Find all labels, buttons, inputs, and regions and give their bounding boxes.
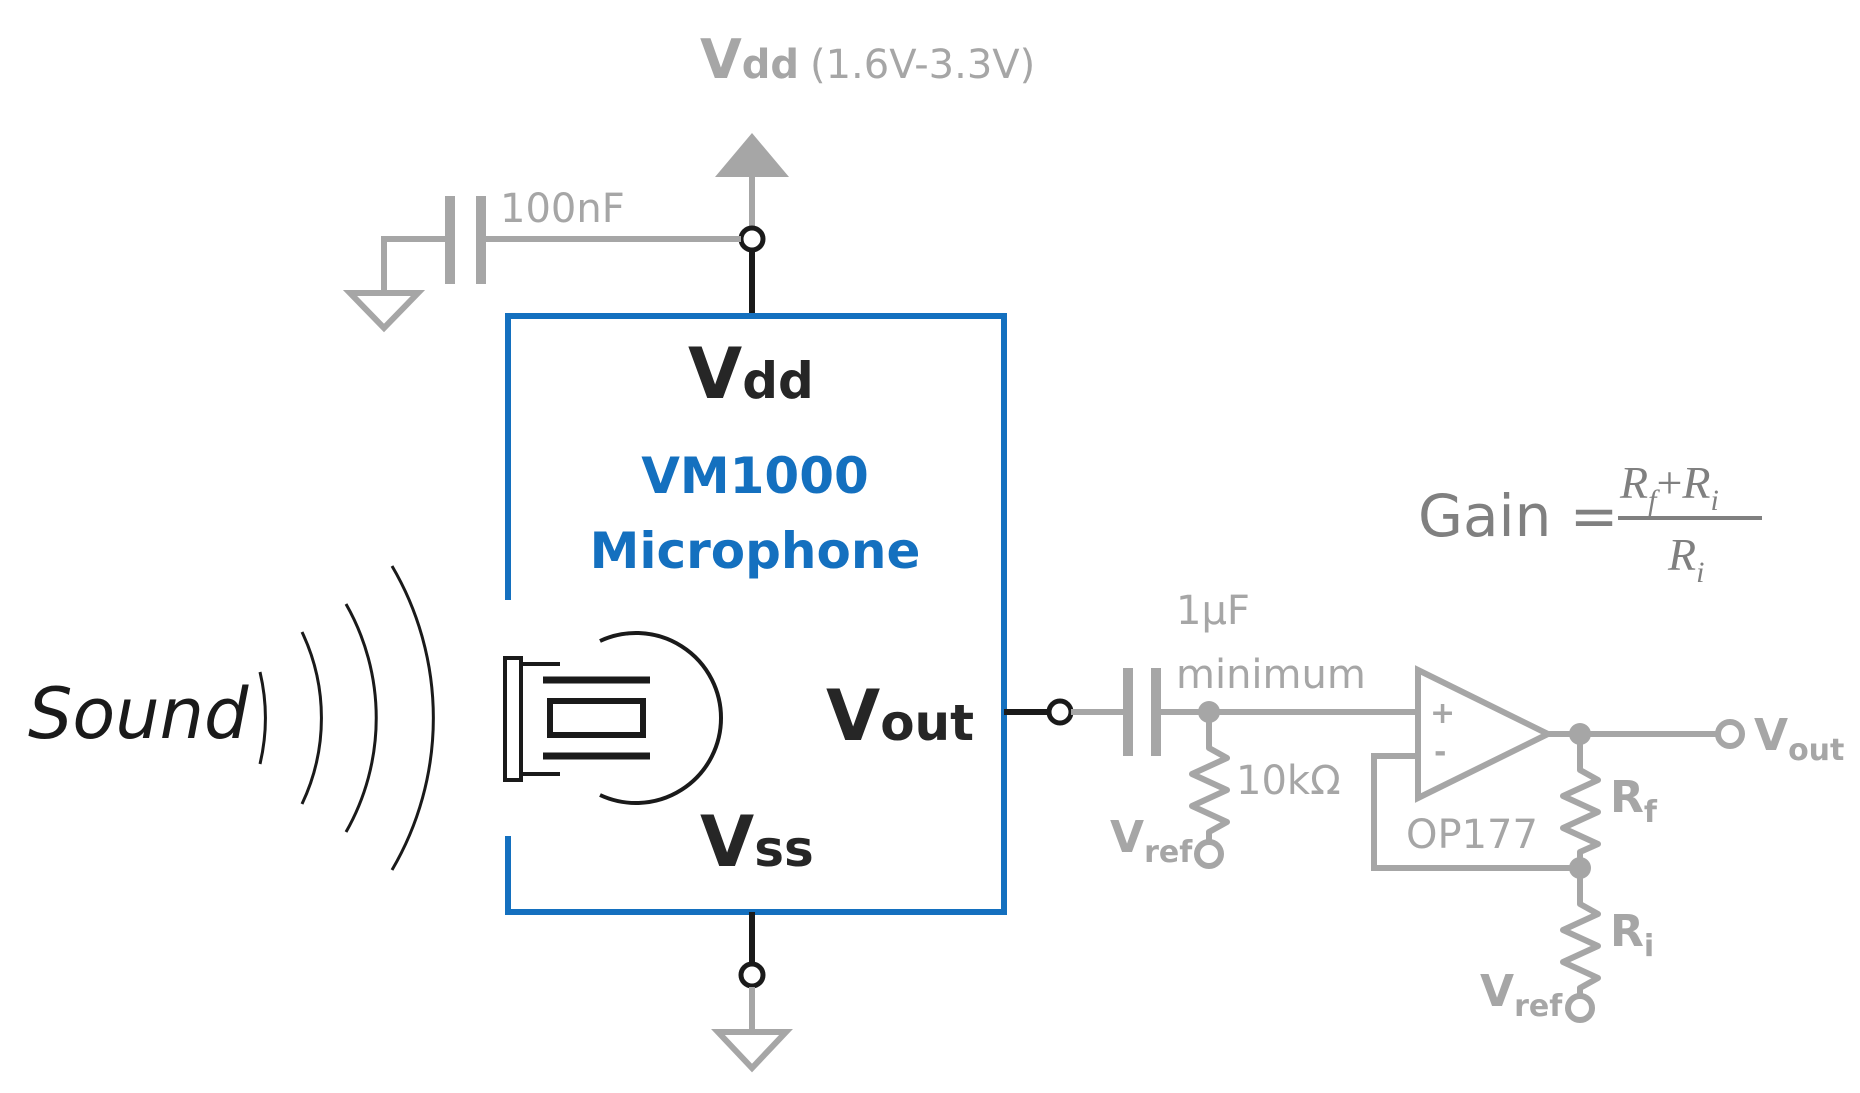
vref-terminal bbox=[1194, 839, 1224, 869]
chip-vss-main: V bbox=[700, 801, 754, 883]
rf-resistor-icon bbox=[1560, 734, 1601, 868]
chip-vdd-sub: dd bbox=[742, 352, 814, 410]
vss-ground bbox=[711, 912, 793, 1073]
gain-num-r1: R bbox=[1619, 457, 1648, 508]
opamp-triangle-icon bbox=[1415, 665, 1555, 803]
vref-terminal bbox=[1565, 993, 1595, 1023]
feedback-resistors: Rf Ri Vref bbox=[1480, 734, 1658, 1024]
svg-text:Vref: Vref bbox=[1110, 812, 1193, 870]
decoupling-cap-label: 100nF bbox=[500, 186, 625, 232]
output-terminal bbox=[1715, 719, 1745, 749]
ri-label-sub: i bbox=[1644, 929, 1654, 964]
chip-outline bbox=[505, 313, 1007, 915]
chip-vout-sub: out bbox=[880, 694, 974, 752]
output-label-sub: out bbox=[1788, 733, 1844, 768]
svg-text:Rf: Rf bbox=[1610, 772, 1658, 830]
chip-vss-sub: ss bbox=[754, 820, 814, 878]
opamp-minus: - bbox=[1434, 735, 1446, 770]
decoupling-capacitor: 100nF bbox=[342, 186, 741, 333]
fb-vref-sub: ref bbox=[1514, 989, 1563, 1024]
ri-label-main: R bbox=[1610, 906, 1644, 957]
vss-terminal bbox=[738, 961, 766, 989]
vdd-terminal bbox=[738, 225, 766, 253]
sound-label: Sound bbox=[28, 673, 249, 755]
supply-label-main: V bbox=[700, 28, 742, 91]
ground-icon bbox=[711, 1029, 793, 1073]
rf-label-sub: f bbox=[1644, 795, 1658, 830]
svg-text:Ri: Ri bbox=[1610, 906, 1654, 964]
svg-text:Rf+Ri: Rf+Ri bbox=[1619, 457, 1719, 517]
sound-waves-icon bbox=[258, 565, 435, 871]
supply-label-sub: dd bbox=[742, 42, 799, 88]
ri-resistor-icon bbox=[1560, 868, 1601, 996]
opamp-label: OP177 bbox=[1406, 812, 1538, 858]
coupling-cap-line1: 1µF bbox=[1176, 588, 1250, 634]
ground-icon bbox=[342, 290, 426, 333]
gain-num-r2: R bbox=[1681, 457, 1710, 508]
svg-text:Vss: Vss bbox=[700, 801, 814, 883]
vout-terminal bbox=[1046, 698, 1074, 726]
vm1000-chip: Vdd VM1000 Microphone Vout Vss bbox=[505, 313, 1007, 915]
gain-label: Gain = bbox=[1418, 482, 1618, 550]
bias-vref-sub: ref bbox=[1144, 835, 1193, 870]
output-label-main: V bbox=[1754, 710, 1788, 761]
chip-vdd-main: V bbox=[688, 333, 742, 415]
microphone-icon bbox=[503, 631, 723, 805]
gain-num-plus: + bbox=[1656, 457, 1682, 508]
svg-text:Vdd: Vdd bbox=[688, 333, 814, 415]
supply-rail: Vdd (1.6V-3.3V) bbox=[700, 28, 1035, 318]
rf-label-main: R bbox=[1610, 772, 1644, 823]
supply-arrow-icon bbox=[715, 133, 789, 177]
bias-resistor: 10kΩ Vref bbox=[1110, 712, 1341, 870]
bias-resistor-label: 10kΩ bbox=[1236, 758, 1341, 804]
svg-text:Vref: Vref bbox=[1480, 966, 1563, 1024]
svg-text:Vout: Vout bbox=[826, 675, 974, 757]
opamp-op177: + - OP177 bbox=[1371, 665, 1745, 879]
supply-range: (1.6V-3.3V) bbox=[810, 42, 1035, 88]
svg-text:Vdd: Vdd bbox=[700, 28, 799, 91]
fb-vref-main: V bbox=[1480, 966, 1514, 1017]
gain-den-s: i bbox=[1696, 556, 1704, 589]
coupling-cap-line2: minimum bbox=[1176, 652, 1366, 698]
svg-text:Vout: Vout bbox=[1754, 710, 1844, 768]
svg-text:Ri: Ri bbox=[1667, 529, 1704, 589]
gain-den-r: R bbox=[1667, 529, 1696, 580]
gain-formula: Gain = Rf+Ri Ri bbox=[1418, 457, 1762, 589]
output-coupling: 1µF minimum bbox=[1004, 588, 1418, 756]
chip-name-line1: VM1000 bbox=[641, 447, 869, 505]
chip-vout-main: V bbox=[826, 675, 880, 757]
gain-num-s2: i bbox=[1711, 484, 1719, 517]
bias-vref-main: V bbox=[1110, 812, 1144, 863]
opamp-plus: + bbox=[1430, 696, 1455, 731]
chip-name-line2: Microphone bbox=[590, 522, 921, 580]
